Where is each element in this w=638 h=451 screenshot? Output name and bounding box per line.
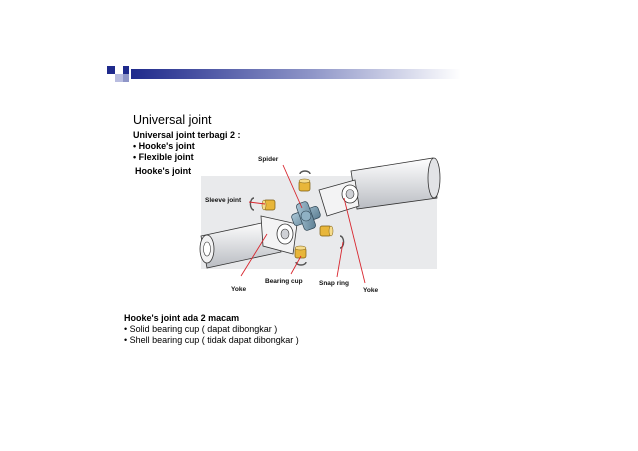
deco-square (107, 74, 115, 82)
spider-cross (291, 201, 321, 231)
bearing-cups (261, 178, 334, 259)
joint-types-list: Hooke's joint Flexible joint (133, 141, 195, 163)
slide-subtitle: Universal joint terbagi 2 : (133, 130, 241, 140)
list-item: Solid bearing cup ( dapat dibongkar ) (124, 324, 299, 335)
label-yoke-right: Yoke (363, 287, 379, 294)
slide-title: Universal joint (133, 113, 212, 127)
section-heading: Hooke's joint (135, 166, 192, 176)
deco-square (123, 66, 129, 74)
deco-square (115, 74, 123, 82)
bearing-cup-types-list: Solid bearing cup ( dapat dibongkar ) Sh… (124, 324, 299, 346)
label-snap-ring: Snap ring (319, 280, 349, 287)
list-item: Shell bearing cup ( tidak dapat dibongka… (124, 335, 299, 346)
bottom-heading: Hooke's joint ada 2 macam (124, 313, 240, 323)
list-item: Hooke's joint (133, 141, 195, 152)
label-spider: Spider (258, 156, 279, 163)
leader-lines (240, 164, 366, 284)
deco-square (115, 66, 123, 74)
label-sleeve-joint: Sleeve joint (205, 197, 242, 204)
header-decoration (107, 66, 461, 82)
deco-square (123, 74, 129, 82)
snap-rings (249, 170, 345, 266)
left-yoke-shaft (199, 215, 298, 269)
label-bearing-cup: Bearing cup (265, 278, 303, 285)
diagram-drawing (199, 157, 441, 284)
deco-square (107, 66, 115, 74)
list-item: Flexible joint (133, 152, 195, 163)
hookes-joint-diagram: Spider Sleeve joint Yoke Bearing cup Sna… (199, 156, 441, 294)
deco-bar (131, 69, 461, 79)
label-yoke-left: Yoke (231, 286, 247, 293)
right-yoke-shaft (318, 157, 441, 217)
